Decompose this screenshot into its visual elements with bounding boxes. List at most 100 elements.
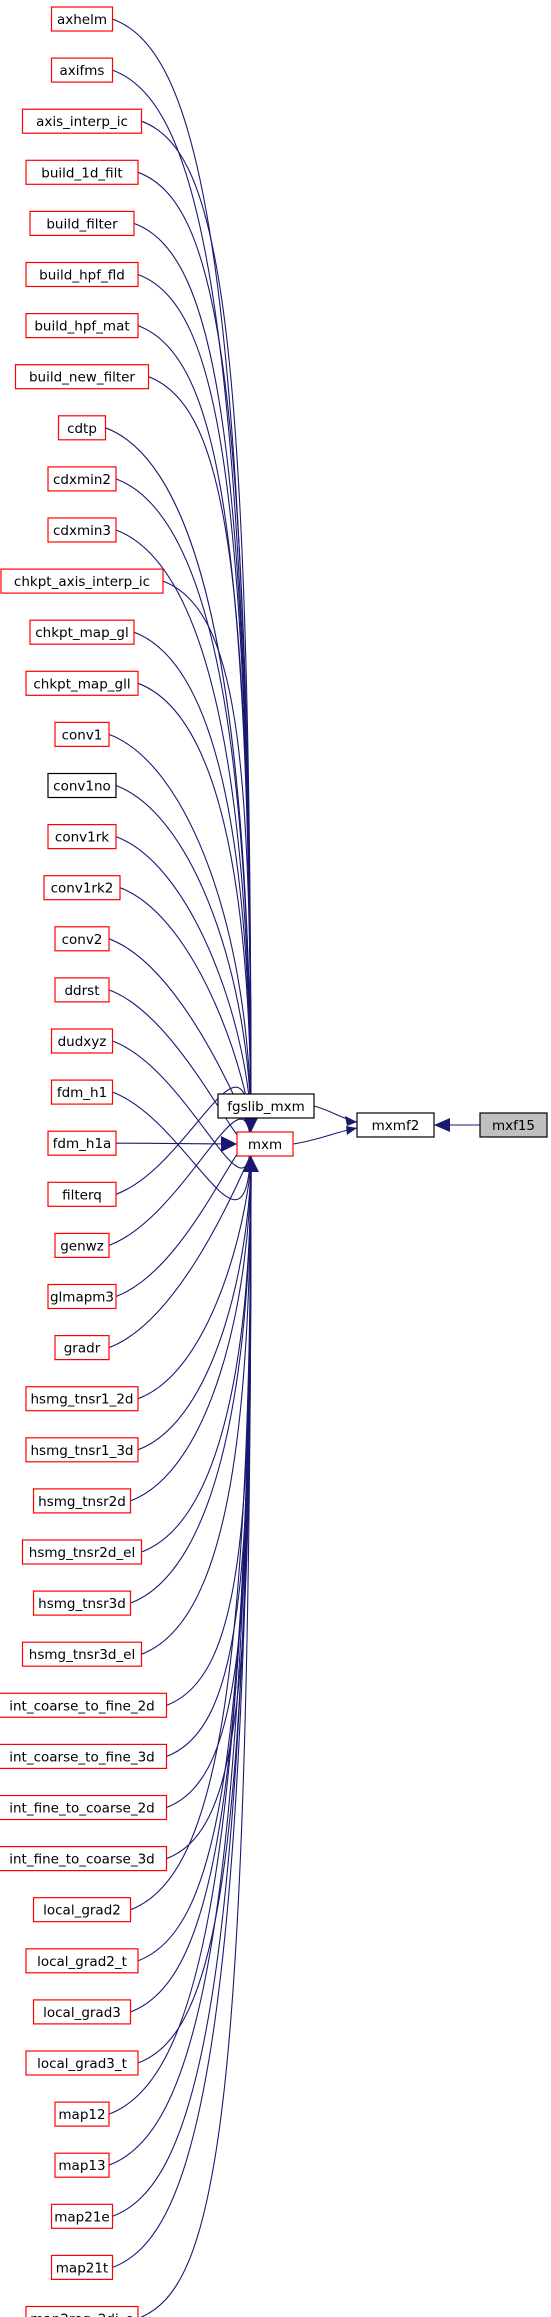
edge-chkpt-map-gl-to-mxm <box>133 631 252 1133</box>
arrowhead-bottom <box>243 1156 259 1172</box>
edge-conv1rk-to-mxm <box>115 836 252 1133</box>
arrowhead-to-mxmf2-lower <box>346 1126 357 1135</box>
node-mxmf2[interactable]: mxmf2 <box>356 1112 435 1138</box>
node-filterq[interactable]: filterq <box>47 1181 117 1207</box>
node-conv1no[interactable]: conv1no <box>47 772 117 799</box>
node-hsmg-tnsr2d[interactable]: hsmg_tnsr2d <box>32 1488 132 1514</box>
node-axis-interp-ic[interactable]: axis_interp_ic <box>21 108 143 134</box>
node-hsmg-tnsr1-3d[interactable]: hsmg_tnsr1_3d <box>25 1437 139 1463</box>
arrowhead-left <box>221 1136 237 1152</box>
node-label: fdm_h1 <box>57 1085 107 1101</box>
node-label: hsmg_tnsr1_2d <box>31 1392 134 1408</box>
edge-hsmg-tnsr3d-el-to-mxm <box>141 1155 252 1655</box>
node-label: cdtp <box>67 421 97 437</box>
edge-build-hpf-mat-to-mxm <box>137 325 252 1133</box>
node-label: mxmf2 <box>372 1118 420 1134</box>
node-label: hsmg_tnsr3d_el <box>29 1647 135 1663</box>
node-map13[interactable]: map13 <box>54 2152 110 2178</box>
node-label: map21t <box>56 2260 108 2276</box>
node-build-hpf-mat[interactable]: build_hpf_mat <box>25 313 139 339</box>
node-hsmg-tnsr3d-el[interactable]: hsmg_tnsr3d_el <box>21 1641 143 1667</box>
node-map2reg-2di-e[interactable]: map2reg_2di_e <box>25 2305 139 2317</box>
node-conv1rk2[interactable]: conv1rk2 <box>43 875 121 901</box>
node-local-grad2-t[interactable]: local_grad2_t <box>25 1948 139 1974</box>
node-label: map13 <box>58 2158 105 2174</box>
node-label: conv1rk2 <box>51 881 114 897</box>
node-label: hsmg_tnsr1_3d <box>31 1443 134 1459</box>
edge-cdtp-to-mxm <box>105 427 252 1133</box>
node-label: hsmg_tnsr3d <box>38 1596 126 1612</box>
node-label: cdxmin2 <box>53 472 111 488</box>
node-label: map21e <box>54 2209 109 2225</box>
node-local-grad2[interactable]: local_grad2 <box>32 1897 132 1923</box>
node-fdm-h1a[interactable]: fdm_h1a <box>47 1130 117 1156</box>
node-chkpt-axis-interp-ic[interactable]: chkpt_axis_interp_ic <box>0 568 164 594</box>
node-label: map2reg_2di_e <box>30 2312 133 2317</box>
arrowhead-to-mxmf2-big <box>434 1118 450 1132</box>
node-build-1d-filt[interactable]: build_1d_filt <box>25 159 139 185</box>
node-mxm[interactable]: mxm <box>236 1131 294 1157</box>
node-label: int_fine_to_coarse_2d <box>9 1801 155 1817</box>
node-dudxyz[interactable]: dudxyz <box>50 1028 114 1054</box>
node-label: conv2 <box>62 932 103 948</box>
node-label: axis_interp_ic <box>36 114 128 130</box>
node-mxf15[interactable]: mxf15 <box>479 1112 548 1138</box>
arrowhead-top <box>243 1116 259 1132</box>
node-conv2[interactable]: conv2 <box>54 926 110 952</box>
node-local-grad3-t[interactable]: local_grad3_t <box>25 2050 139 2076</box>
node-label: int_coarse_to_fine_3d <box>9 1749 155 1765</box>
node-glmapm3[interactable]: glmapm3 <box>47 1283 117 1310</box>
node-label: dudxyz <box>58 1034 107 1050</box>
node-label: int_coarse_to_fine_2d <box>9 1698 155 1714</box>
node-fgslib-mxm[interactable]: fgslib_mxm <box>217 1093 315 1119</box>
node-build-new-filter[interactable]: build_new_filter <box>14 364 150 390</box>
node-gradr[interactable]: gradr <box>54 1334 110 1361</box>
node-label: local_grad2_t <box>37 1954 127 1970</box>
node-hsmg-tnsr3d[interactable]: hsmg_tnsr3d <box>32 1590 132 1616</box>
node-genwz[interactable]: genwz <box>54 1232 110 1259</box>
node-ddrst[interactable]: ddrst <box>54 977 110 1003</box>
node-label: fdm_h1a <box>53 1136 112 1152</box>
node-build-filter[interactable]: build_filter <box>29 210 135 236</box>
node-label: local_grad3 <box>43 2005 121 2021</box>
edge-local-grad2-t-to-mxm <box>137 1155 252 1962</box>
node-map21t[interactable]: map21t <box>50 2254 114 2280</box>
node-hsmg-tnsr2d-el[interactable]: hsmg_tnsr2d_el <box>21 1539 143 1565</box>
node-conv1[interactable]: conv1 <box>54 721 110 748</box>
node-map12[interactable]: map12 <box>54 2101 110 2127</box>
node-int-coarse-to-fine-3d[interactable]: int_coarse_to_fine_3d <box>0 1743 168 1770</box>
node-cdxmin2[interactable]: cdxmin2 <box>47 466 117 492</box>
node-build-hpf-fld[interactable]: build_hpf_fld <box>25 261 139 288</box>
node-conv1rk[interactable]: conv1rk <box>47 823 117 850</box>
node-chkpt-map-gll[interactable]: chkpt_map_gll <box>25 670 139 696</box>
node-cdxmin3[interactable]: cdxmin3 <box>47 517 117 543</box>
node-label: mxm <box>248 1137 282 1153</box>
node-int-fine-to-coarse-3d[interactable]: int_fine_to_coarse_3d <box>0 1845 168 1872</box>
node-label: chkpt_axis_interp_ic <box>14 574 150 590</box>
node-label: conv1 <box>62 727 103 743</box>
node-map21e[interactable]: map21e <box>50 2203 114 2229</box>
edge-build-hpf-fld-to-mxm <box>137 273 252 1133</box>
node-chkpt-map-gl[interactable]: chkpt_map_gl <box>29 619 135 645</box>
node-label: genwz <box>60 1238 104 1254</box>
node-local-grad3[interactable]: local_grad3 <box>32 1999 132 2025</box>
node-label: chkpt_map_gl <box>35 625 128 641</box>
node-label: filterq <box>62 1187 102 1203</box>
node-axhelm[interactable]: axhelm <box>50 6 114 32</box>
edge-chkpt-axis-interp-ic-to-mxm <box>162 580 252 1133</box>
node-label: build_new_filter <box>29 370 135 386</box>
edge-conv1no-to-mxm <box>115 784 252 1133</box>
node-label: chkpt_map_gll <box>33 676 130 692</box>
node-fdm-h1[interactable]: fdm_h1 <box>50 1079 114 1105</box>
node-label: hsmg_tnsr2d_el <box>29 1545 135 1561</box>
node-label: hsmg_tnsr2d <box>38 1494 126 1510</box>
node-axifms[interactable]: axifms <box>50 57 114 83</box>
node-int-coarse-to-fine-2d[interactable]: int_coarse_to_fine_2d <box>0 1692 168 1718</box>
arrowhead-to-mxmf2-upper <box>345 1116 357 1126</box>
node-label: glmapm3 <box>50 1290 114 1306</box>
edge-local-grad2-to-mxm <box>130 1155 252 1911</box>
node-hsmg-tnsr1-2d[interactable]: hsmg_tnsr1_2d <box>25 1386 139 1412</box>
node-label: cdxmin3 <box>53 523 111 539</box>
node-cdtp[interactable]: cdtp <box>57 415 107 441</box>
node-int-fine-to-coarse-2d[interactable]: int_fine_to_coarse_2d <box>0 1794 168 1821</box>
